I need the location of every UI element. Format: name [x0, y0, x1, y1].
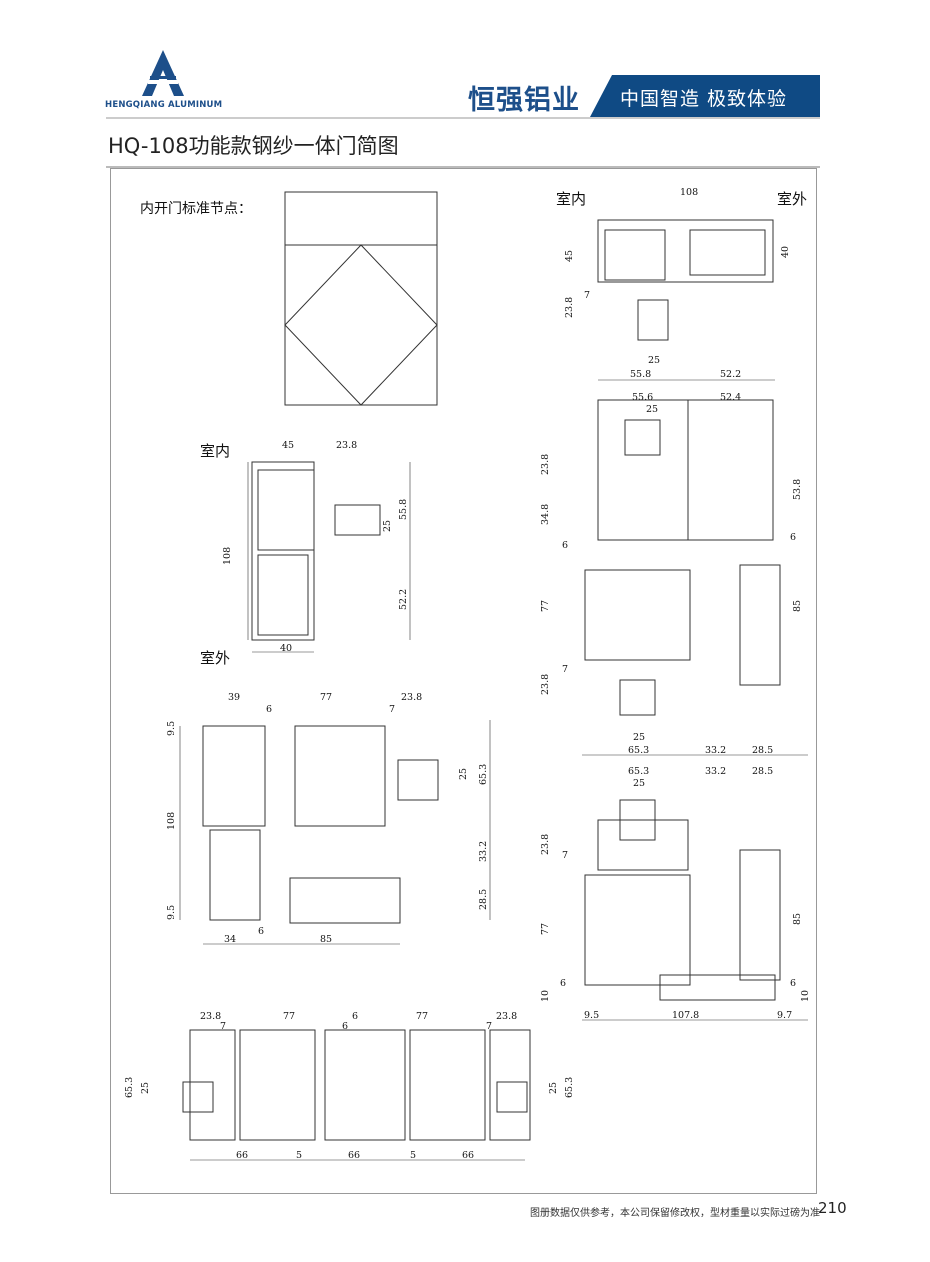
dimension-label: 55.6 — [632, 392, 654, 403]
dimension-label: 6 — [560, 978, 567, 989]
dimension-label: 23.8 — [540, 833, 551, 855]
dimension-label: 108 — [166, 811, 177, 830]
footer-note: 图册数据仅供参考，本公司保留修改权，型材重量以实际过磅为准 — [530, 1208, 820, 1219]
dimension-label: 23.8 — [540, 673, 551, 695]
dimension-label: 6 — [266, 704, 273, 715]
dimension-label: 23.8 — [336, 440, 358, 451]
dimension-label: 108 — [680, 187, 699, 198]
dimension-label: 53.8 — [792, 478, 803, 500]
dimension-label: 23.8 — [564, 296, 575, 318]
dimension-label: 40 — [280, 643, 293, 654]
dimension-label: 25 — [633, 778, 646, 789]
dimension-label: 85 — [792, 599, 803, 612]
indoor-label: 室内 — [556, 190, 587, 208]
outdoor-label: 室外 — [200, 649, 231, 667]
dimension-label: 25 — [633, 732, 646, 743]
dimension-label: 85 — [320, 934, 333, 945]
brand-name: 恒强铝业 — [468, 85, 580, 116]
dimension-label: 66 — [348, 1150, 361, 1161]
dimension-label: 6 — [258, 926, 265, 937]
dimension-label: 6 — [790, 978, 797, 989]
legend-label: 内开门标准节点： — [140, 201, 252, 217]
dimension-label: 65.3 — [628, 766, 650, 777]
dimension-label: 65.3 — [564, 1076, 575, 1098]
dimension-label: 6 — [790, 532, 797, 543]
dimension-label: 77 — [283, 1011, 296, 1022]
dimension-label: 7 — [562, 664, 569, 675]
dimension-label: 25 — [458, 767, 469, 780]
dimension-label: 45 — [282, 440, 295, 451]
dimension-label: 25 — [548, 1081, 559, 1094]
dimension-label: 28.5 — [752, 745, 774, 756]
dimension-label: 7 — [486, 1021, 493, 1032]
dimension-label: 10 — [800, 989, 811, 1002]
dimension-label: 66 — [236, 1150, 249, 1161]
divider — [106, 166, 820, 168]
dimension-label: 10 — [540, 989, 551, 1002]
dimension-label: 23.8 — [200, 1011, 222, 1022]
dimension-label: 34 — [224, 934, 237, 945]
dimension-label: 6 — [342, 1021, 349, 1032]
dimension-label: 65.3 — [124, 1076, 135, 1098]
logo-text: HENGQIANG ALUMINUM — [105, 100, 223, 110]
dimension-label: 23.8 — [496, 1011, 518, 1022]
dimension-label: 25 — [648, 355, 661, 366]
dimension-label: 5 — [410, 1150, 417, 1161]
dimension-label: 85 — [792, 912, 803, 925]
dimension-label: 108 — [222, 546, 233, 565]
page-title: HQ-108功能款钢纱一体门简图 — [108, 134, 399, 158]
dimension-label: 9.5 — [166, 720, 177, 736]
dimension-label: 39 — [228, 692, 241, 703]
dimension-label: 66 — [462, 1150, 475, 1161]
divider — [106, 117, 820, 119]
dimension-label: 25 — [382, 519, 393, 532]
dimension-label: 28.5 — [752, 766, 774, 777]
dimension-label: 9.5 — [166, 904, 177, 920]
dimension-label: 33.2 — [705, 745, 727, 756]
dimension-label: 55.8 — [630, 369, 652, 380]
dimension-label: 9.5 — [584, 1010, 600, 1021]
dimension-label: 5 — [296, 1150, 303, 1161]
dimension-label: 77 — [320, 692, 333, 703]
dimension-label: 65.3 — [478, 763, 489, 785]
dimension-label: 6 — [562, 540, 569, 551]
dimension-label: 65.3 — [628, 745, 650, 756]
slogan: 中国智造 极致体验 — [620, 88, 788, 110]
dimension-label: 77 — [540, 922, 551, 935]
dimension-label: 52.2 — [398, 588, 409, 610]
dimension-label: 7 — [562, 850, 569, 861]
dimension-label: 7 — [584, 290, 591, 301]
indoor-label: 室内 — [200, 442, 231, 460]
dimension-label: 7 — [220, 1021, 227, 1032]
drawing-frame — [110, 168, 817, 1194]
dimension-label: 40 — [780, 245, 791, 258]
dimension-label: 52.2 — [720, 369, 742, 380]
dimension-label: 23.8 — [401, 692, 423, 703]
dimension-label: 33.2 — [705, 766, 727, 777]
logo-icon — [142, 50, 184, 96]
page-number: 210 — [818, 1199, 847, 1217]
dimension-label: 33.2 — [478, 840, 489, 862]
dimension-label: 107.8 — [672, 1010, 700, 1021]
dimension-label: 77 — [416, 1011, 429, 1022]
dimension-label: 25 — [140, 1081, 151, 1094]
dimension-label: 34.8 — [540, 503, 551, 525]
dimension-label: 55.8 — [398, 498, 409, 520]
dimension-label: 6 — [352, 1011, 359, 1022]
dimension-label: 23.8 — [540, 453, 551, 475]
slogan-banner — [590, 75, 820, 117]
dimension-label: 45 — [564, 249, 575, 262]
dimension-label: 77 — [540, 599, 551, 612]
dimension-label: 52.4 — [720, 392, 742, 403]
dimension-label: 9.7 — [777, 1010, 793, 1021]
outdoor-label: 室外 — [777, 190, 808, 208]
dimension-label: 25 — [646, 404, 659, 415]
dimension-label: 28.5 — [478, 888, 489, 910]
dimension-label: 7 — [389, 704, 396, 715]
